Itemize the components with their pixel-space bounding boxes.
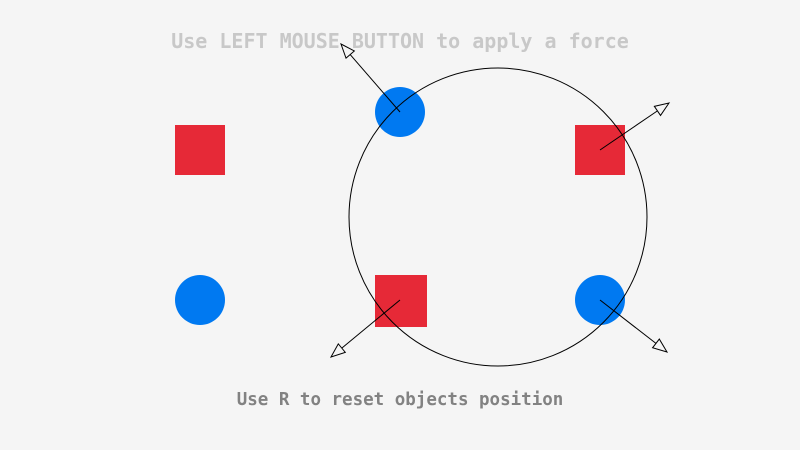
instruction-apply-force: Use LEFT MOUSE BUTTON to apply a force: [171, 29, 629, 53]
force-arrow-bottom-left-shaft: [341, 299, 401, 349]
blue-ball-bottom-left[interactable]: [175, 275, 225, 325]
force-arrow-bottom-right-shaft: [599, 299, 657, 344]
force-arrow-top-left-head: [340, 42, 356, 60]
red-box-bottom-center[interactable]: [375, 275, 427, 327]
instruction-reset: Use R to reset objects position: [236, 390, 564, 410]
boundary-circle: [348, 67, 648, 367]
force-arrow-top-right-head: [653, 102, 671, 117]
force-arrow-top-left-shaft: [349, 54, 401, 113]
force-arrow-top-right: [599, 102, 671, 151]
force-arrow-top-right-shaft: [599, 110, 658, 151]
force-arrow-top-left: [340, 42, 401, 113]
force-arrow-bottom-right: [599, 299, 669, 353]
force-arrow-bottom-right-head: [651, 338, 669, 353]
force-arrow-bottom-left: [329, 299, 401, 358]
force-arrow-bottom-left-head: [329, 342, 347, 358]
red-box-top-left[interactable]: [175, 125, 225, 175]
